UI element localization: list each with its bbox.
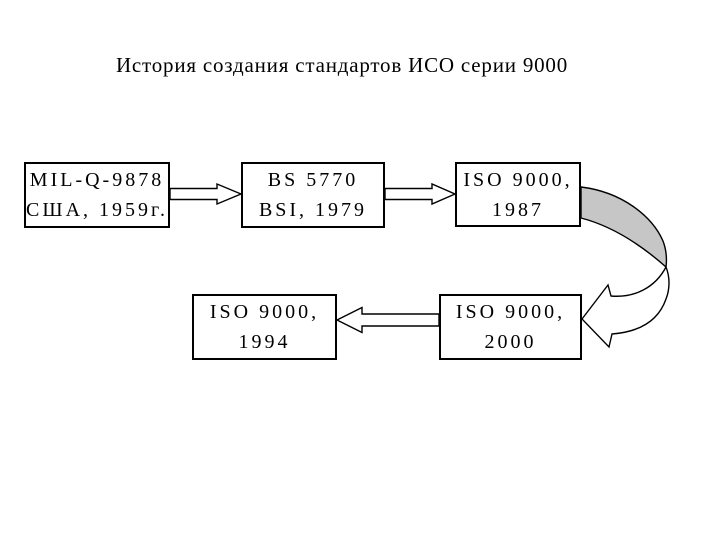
block-arrow-iso2000-to-iso1994-icon <box>335 306 440 334</box>
box-iso-9000-2000-line1: ISO 9000, <box>455 301 566 323</box>
block-arrow-mil-to-bs-icon <box>169 182 243 206</box>
box-iso-9000-1994-line2: 1994 <box>238 331 291 353</box>
slide-title: История создания стандартов ИСО серии 90… <box>115 53 569 77</box>
box-mil-q-9878-line2: США, 1959г. <box>26 199 168 221</box>
box-iso-9000-1994: ISO 9000, 1994 <box>192 294 337 360</box>
box-mil-q-9878: MIL-Q-9878 США, 1959г. <box>24 162 170 228</box>
box-iso-9000-1987: ISO 9000, 1987 <box>455 162 581 227</box>
curved-arrow-1987-to-2000-head-icon <box>581 265 670 349</box>
box-iso-9000-1994-line1: ISO 9000, <box>209 301 320 323</box>
box-iso-9000-1987-line2: 1987 <box>492 198 544 221</box>
box-bs-5770: BS 5770 BSI, 1979 <box>241 162 385 228</box>
box-bs-5770-line2: BSI, 1979 <box>258 199 368 221</box>
box-iso-9000-2000: ISO 9000, 2000 <box>439 294 582 360</box>
box-mil-q-9878-line1: MIL-Q-9878 <box>29 169 165 191</box>
block-arrow-bs-to-iso1987-icon <box>384 182 457 206</box>
box-bs-5770-line1: BS 5770 <box>267 169 359 191</box>
box-iso-9000-2000-line2: 2000 <box>484 331 537 353</box>
box-iso-9000-1987-line1: ISO 9000, <box>463 168 573 191</box>
curved-arrow-1987-to-2000-band-icon <box>580 186 668 269</box>
